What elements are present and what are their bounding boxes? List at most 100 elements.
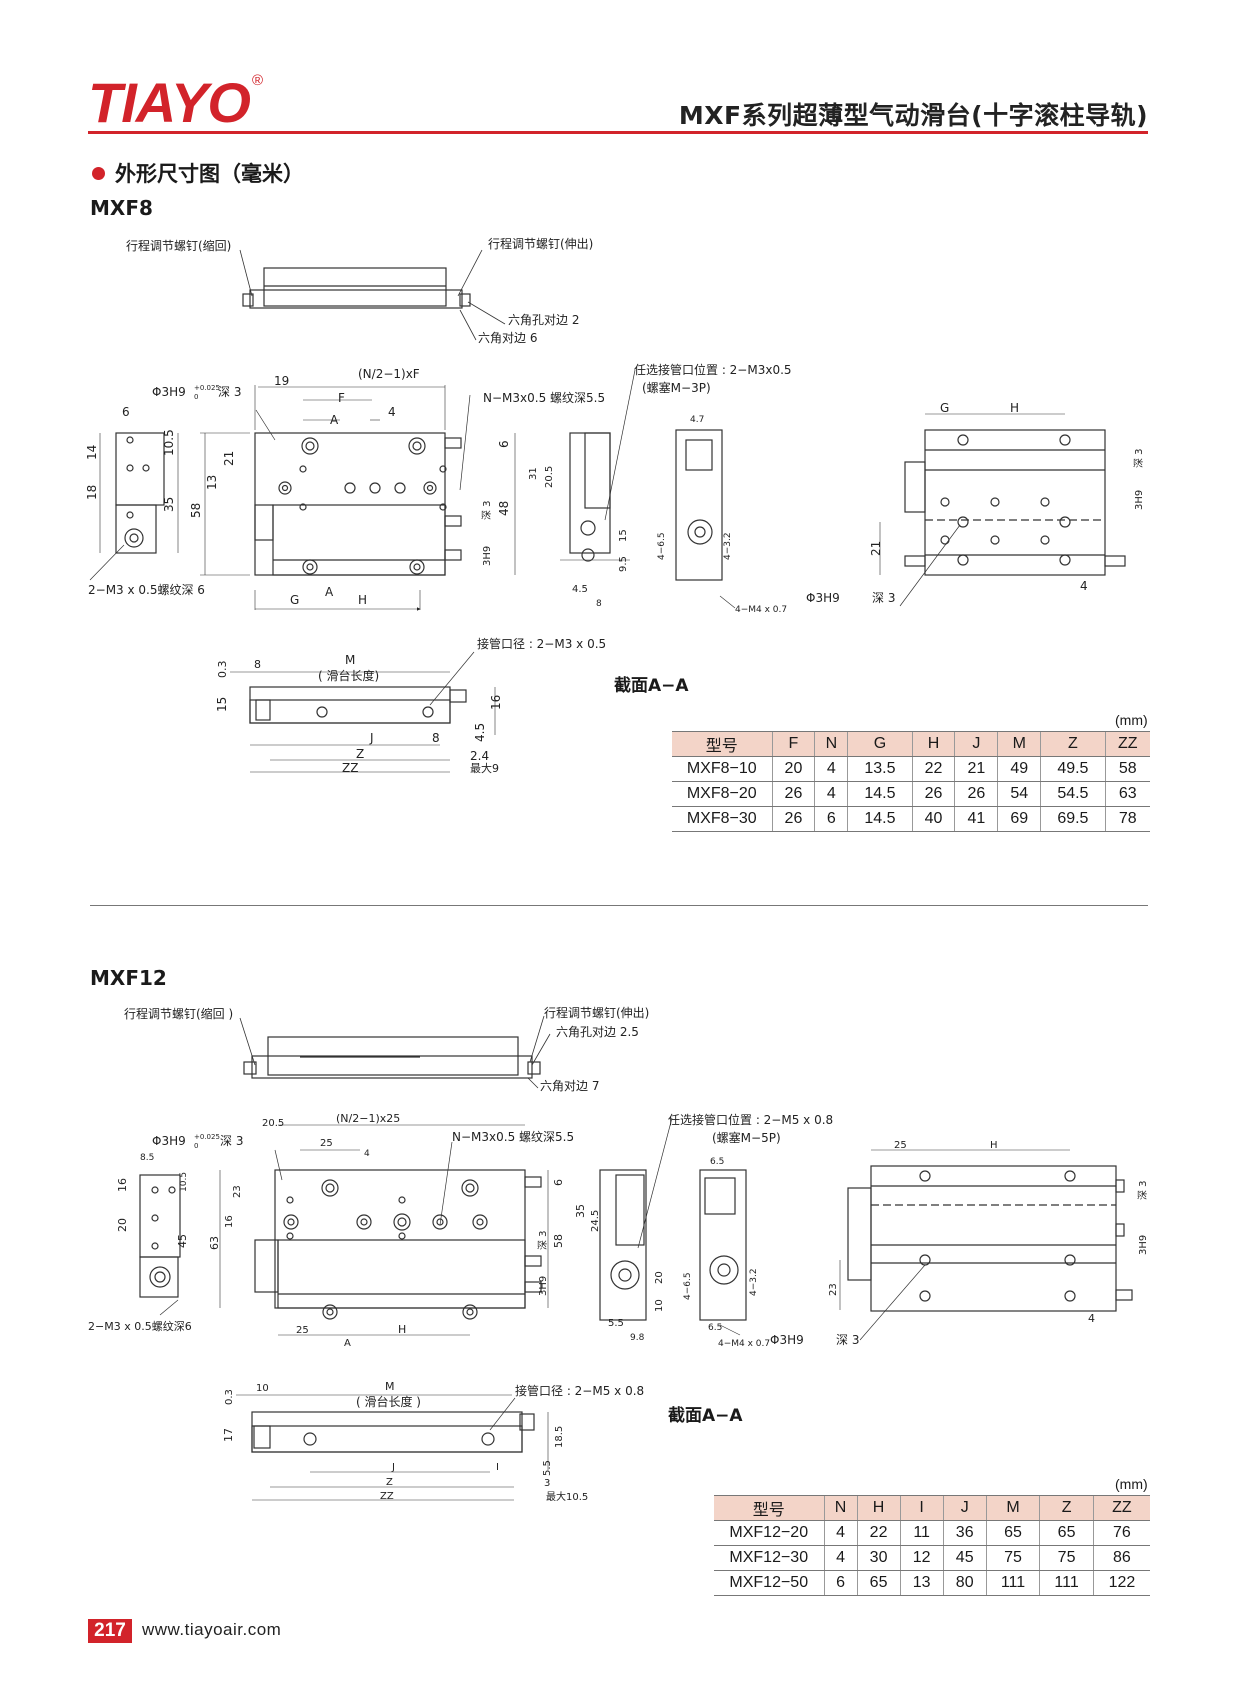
mxf12-pitch-label: (N/2−1)x25 bbox=[336, 1112, 400, 1125]
table-cell: 6 bbox=[823, 1570, 858, 1596]
mxf8-dim-6: 6 bbox=[122, 405, 130, 419]
mxf8-model-title: MXF8 bbox=[90, 196, 153, 220]
col-header: 型号 bbox=[672, 731, 772, 757]
mxf8-dim-58: 58 bbox=[189, 503, 203, 518]
table-cell: 26 bbox=[954, 781, 998, 807]
col-header: J bbox=[954, 731, 998, 757]
mxf8-retract-screw-label: 行程调节螺钉(缩回) bbox=[126, 238, 231, 253]
table-cell: 75 bbox=[1039, 1545, 1094, 1571]
mxf12-extend-screw-label: 行程调节螺钉(伸出) bbox=[544, 1005, 649, 1020]
mxf8-left-end-view bbox=[89, 432, 179, 581]
mxf8-section-aa bbox=[230, 651, 496, 773]
mxf8-dim-4-7: 4.7 bbox=[690, 415, 704, 425]
col-header: N bbox=[823, 1495, 858, 1521]
mxf8-pin-tol: +0.025 bbox=[194, 384, 220, 392]
mxf12-dim-9-8: 9.8 bbox=[630, 1333, 645, 1343]
table-cell: 22 bbox=[856, 1520, 901, 1546]
mxf8-plug-label: (螺塞M−3P) bbox=[642, 380, 711, 395]
table-cell: 54 bbox=[997, 781, 1041, 807]
mxf8-slide-len-label: ( 滑台长度) bbox=[318, 668, 379, 683]
table-cell: 40 bbox=[911, 806, 955, 832]
mxf12-model-title: MXF12 bbox=[90, 966, 167, 990]
mxf8-pin-tol2: 0 bbox=[194, 393, 198, 401]
mxf12-dim-20: 20 bbox=[116, 1218, 129, 1232]
mxf12-dim-25b: 25 bbox=[296, 1325, 309, 1336]
mxf12-sec-dim-18-5: 18.5 bbox=[554, 1426, 565, 1448]
mxf8-dim-35: 35 bbox=[162, 497, 176, 512]
mxf8-sec-dim-8b: 8 bbox=[432, 731, 440, 745]
mxf8-plan-dim-G: G bbox=[940, 401, 949, 415]
table-cell: 26 bbox=[771, 806, 815, 832]
table-header-row: 型号 N H I J M Z ZZ bbox=[714, 1495, 1150, 1521]
mxf12-dim-25: 25 bbox=[320, 1138, 333, 1149]
mxf12-sec-dim-M: M bbox=[385, 1380, 395, 1393]
mxf8-sec-dim-ZZ: ZZ bbox=[342, 761, 358, 775]
col-header: I bbox=[899, 1495, 944, 1521]
website-link[interactable]: www.tiayoair.com bbox=[142, 1620, 282, 1639]
table-cell: 111 bbox=[1039, 1570, 1094, 1596]
mxf12-dim-58: 58 bbox=[552, 1234, 565, 1248]
mxf12-plan-dim-4: 4 bbox=[1088, 1312, 1095, 1325]
table-cell: 4 bbox=[823, 1520, 858, 1546]
table-row: MXF8−10 20 4 13.5 22 21 49 49.5 58 bbox=[672, 756, 1150, 782]
mxf12-dim-5-5: 5.5 bbox=[608, 1318, 624, 1329]
table-cell: 6 bbox=[814, 806, 848, 832]
section-title: 外形尺寸图（毫米） bbox=[92, 158, 304, 188]
mxf8-port-dia-label: 接管口径 : 2−M3 x 0.5 bbox=[477, 636, 606, 651]
mxf8-dim-4: 4 bbox=[388, 405, 396, 419]
mxf8-plan-h9: 3H9 bbox=[1134, 490, 1145, 510]
table-cell: 12 bbox=[899, 1545, 944, 1571]
table-row: MXF12−30 4 30 12 45 75 75 86 bbox=[714, 1545, 1150, 1571]
registered-mark: ® bbox=[252, 72, 264, 89]
table-cell: 122 bbox=[1092, 1570, 1150, 1596]
mxf12-dim-23: 23 bbox=[232, 1185, 243, 1198]
mxf12-hex-socket-label: 六角孔对边 2.5 bbox=[556, 1025, 639, 1039]
mxf12-sec-dim-ZZ: ZZ bbox=[380, 1491, 394, 1502]
col-header: ZZ bbox=[1092, 1495, 1150, 1521]
col-header: 型号 bbox=[714, 1495, 824, 1521]
mxf8-side-view bbox=[560, 369, 636, 562]
table-cell: 69 bbox=[997, 806, 1041, 832]
mxf12-sec-dim-3: 3 bbox=[544, 1478, 550, 1489]
mxf8-pin-hole-right: Φ3H9 bbox=[806, 591, 840, 605]
col-header: H bbox=[856, 1495, 901, 1521]
mxf8-plan-dim-H: H bbox=[1010, 401, 1019, 415]
mxf8-sec-dim-8: 8 bbox=[254, 658, 261, 671]
section-divider bbox=[90, 905, 1148, 906]
mxf8-dim-10-5: 10.5 bbox=[162, 429, 176, 456]
mxf8-dim-G: G bbox=[290, 593, 299, 607]
table-row: MXF12−50 6 65 13 80 111 111 122 bbox=[714, 1570, 1150, 1596]
mxf8-dim-A-bottom: A bbox=[325, 585, 334, 599]
table-cell: 80 bbox=[942, 1570, 987, 1596]
mxf12-plan-dim-25: 25 bbox=[894, 1140, 907, 1151]
header-rule bbox=[88, 131, 1148, 134]
mxf12-top-view bbox=[239, 1015, 551, 1089]
mxf8-bottom-thread-label: 2−M3 x 0.5螺纹深 6 bbox=[88, 583, 205, 597]
mxf8-dim-4-6-5: 4−6.5 bbox=[657, 532, 667, 560]
mxf8-dim-21: 21 bbox=[222, 451, 236, 466]
table-cell: 58 bbox=[1104, 756, 1150, 782]
table-cell: 30 bbox=[856, 1545, 901, 1571]
mxf12-pin-hole-label: Φ3H9 bbox=[152, 1134, 186, 1148]
table-cell: 63 bbox=[1104, 781, 1150, 807]
mxf8-dim-9-5: 9.5 bbox=[618, 556, 629, 572]
bullet-icon bbox=[92, 166, 105, 180]
mxf8-dim-31: 31 bbox=[528, 467, 539, 480]
mxf12-side-view bbox=[599, 1117, 673, 1321]
col-header: H bbox=[911, 731, 955, 757]
table-cell: 45 bbox=[942, 1545, 987, 1571]
mxf12-sec-dim-J: J bbox=[391, 1462, 395, 1473]
mxf8-dim-H: H bbox=[358, 593, 367, 607]
mxf8-sec-dim-M: M bbox=[345, 653, 355, 667]
col-header: G bbox=[847, 731, 913, 757]
table-cell: MXF12−20 bbox=[714, 1520, 824, 1546]
table-cell: 49 bbox=[997, 756, 1041, 782]
table-cell: 22 bbox=[911, 756, 955, 782]
mxf12-max-label: 最大10.5 bbox=[546, 1490, 588, 1503]
mxf12-left-end-view bbox=[139, 1174, 181, 1316]
mxf8-dim-18: 18 bbox=[85, 485, 99, 500]
table-cell: 13 bbox=[899, 1570, 944, 1596]
section-title-text: 外形尺寸图（毫米） bbox=[115, 162, 304, 186]
mxf8-sec-dim-0-3: 0.3 bbox=[216, 661, 229, 679]
mxf8-sec-dim-2-4: 2.4 bbox=[470, 749, 489, 763]
